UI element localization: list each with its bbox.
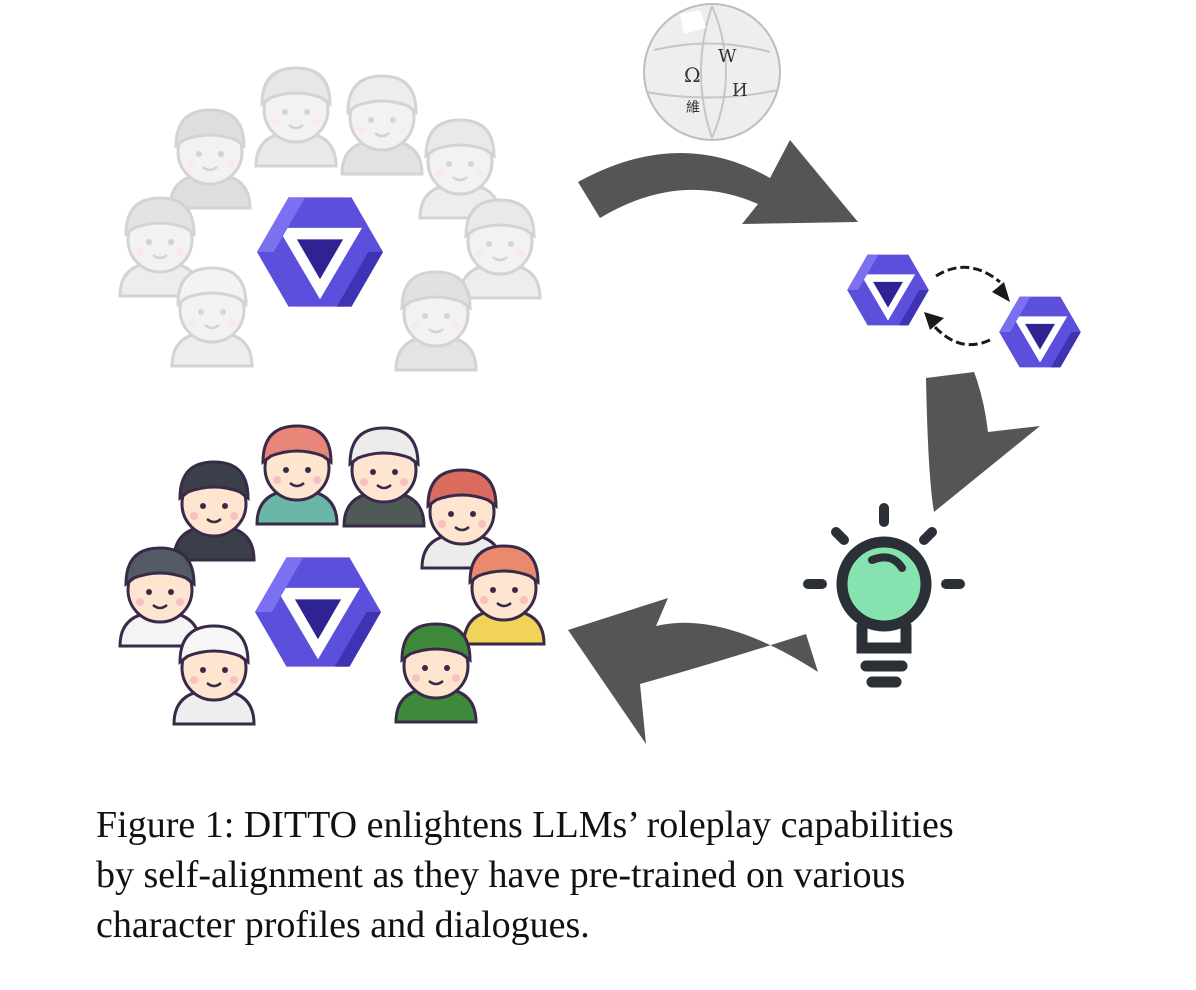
chef-avatar bbox=[174, 626, 254, 724]
jester-avatar bbox=[257, 426, 337, 524]
wiki-glyph: 維 bbox=[686, 100, 700, 116]
caption-line-2: by self-alignment as they have pre-train… bbox=[96, 854, 906, 896]
caption-label: Figure 1: bbox=[96, 804, 235, 846]
wiki-glyph: W bbox=[718, 46, 737, 67]
qwen-logo-icon bbox=[999, 296, 1081, 368]
soldier-avatar bbox=[396, 624, 476, 722]
wikipedia-globe-icon: Ω W И 維 bbox=[643, 3, 781, 141]
wiki-glyph: И bbox=[732, 80, 748, 101]
grandma-avatar bbox=[344, 428, 424, 526]
figure-illustration: Ω W И 維 bbox=[120, 3, 1081, 744]
qwen-logo-icon bbox=[257, 197, 383, 307]
curved-arrow-icon bbox=[578, 140, 858, 224]
police-avatar bbox=[174, 462, 254, 560]
wiki-glyph: Ω bbox=[684, 63, 701, 87]
qwen-logo-icon bbox=[847, 254, 929, 326]
curved-arrow-icon bbox=[568, 598, 818, 744]
figure-caption: Figure 1: DITTO enlightens LLMs’ rolepla… bbox=[96, 800, 1096, 950]
lightbulb-icon bbox=[803, 503, 965, 688]
teacher-avatar bbox=[464, 546, 544, 644]
caption-line-3: character profiles and dialogues. bbox=[96, 904, 590, 946]
exchange-arrows-icon bbox=[932, 265, 1001, 347]
method-name: DITTO bbox=[243, 804, 358, 846]
doctor-avatar bbox=[120, 548, 200, 646]
qwen-logo-icon bbox=[255, 557, 381, 667]
curved-arrow-icon bbox=[926, 372, 1040, 512]
caption-line-1: Figure 1: DITTO enlightens LLMs’ rolepla… bbox=[96, 804, 954, 846]
